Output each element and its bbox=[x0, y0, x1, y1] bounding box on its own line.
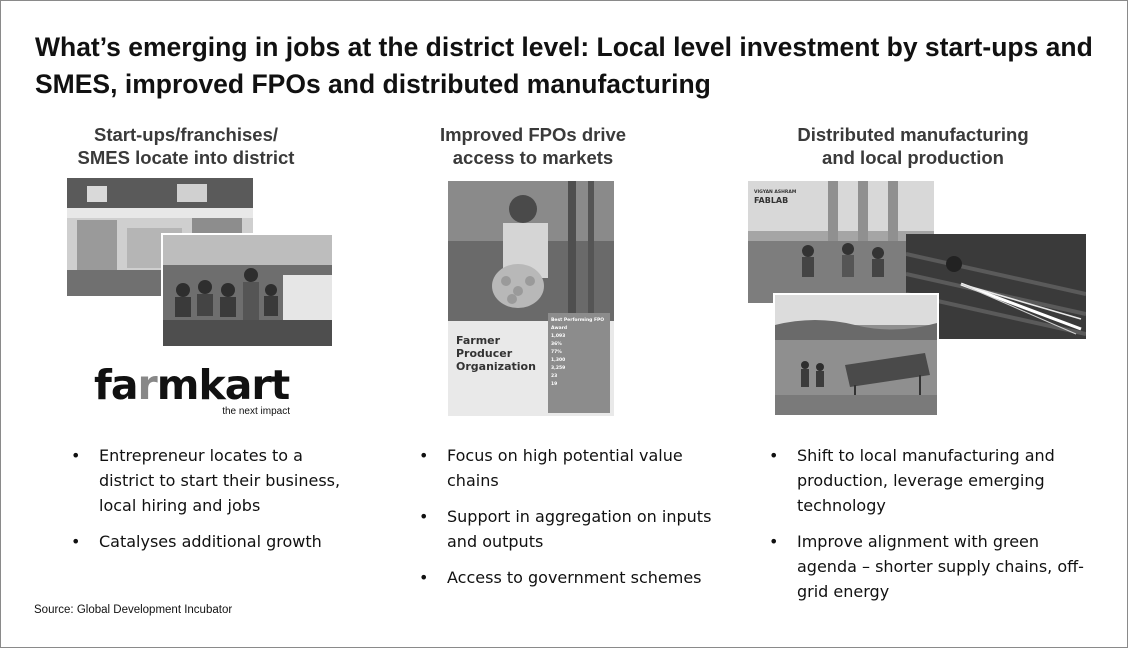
column-1-heading: Start-ups/franchises/ SMES locate into d… bbox=[41, 123, 331, 169]
list-item: Focus on high potential value chains bbox=[415, 443, 730, 493]
list-item: Improve alignment with green agenda – sh… bbox=[765, 529, 1085, 604]
column-2-heading: Improved FPOs drive access to markets bbox=[393, 123, 673, 169]
poster-title: Farmer Producer Organization bbox=[456, 334, 546, 373]
fpo-poster: Farmer Producer Organization Best Perfor… bbox=[448, 181, 614, 416]
fablab-sign-line1: VIGYAN ASHRAM bbox=[754, 190, 797, 195]
farmkart-logo: farmkart the next impact bbox=[94, 362, 294, 418]
poster-award: Best Performing FPO Award bbox=[551, 318, 605, 331]
farmkart-logo-part2: mkart bbox=[156, 361, 290, 409]
fablab-sign-line2: FABLAB bbox=[754, 196, 789, 205]
farmkart-logo-tagline: the next impact bbox=[222, 406, 290, 417]
fablab-sign: VIGYAN ASHRAM FABLAB bbox=[754, 189, 796, 206]
column-2-heading-line2: access to markets bbox=[452, 147, 614, 168]
poster-title-line3: Organization bbox=[456, 360, 536, 373]
poster-stat: 19 bbox=[551, 382, 558, 387]
fablab-photo: VIGYAN ASHRAM FABLAB bbox=[748, 181, 934, 303]
column-3-heading-line1: Distributed manufacturing bbox=[797, 124, 1029, 145]
column-3-heading: Distributed manufacturing and local prod… bbox=[763, 123, 1063, 169]
farmkart-logo-word: farmkart bbox=[94, 361, 290, 409]
list-item: Catalyses additional growth bbox=[67, 529, 357, 554]
list-item: Entrepreneur locates to a district to st… bbox=[67, 443, 357, 518]
column-3-heading-line2: and local production bbox=[822, 147, 1004, 168]
poster-title-line1: Farmer bbox=[456, 334, 501, 347]
farmkart-logo-r: r bbox=[137, 361, 158, 409]
source-note: Source: Global Development Incubator bbox=[34, 604, 233, 616]
column-2-bullets: Focus on high potential value chains Sup… bbox=[415, 443, 730, 601]
poster-stat: 3,259 bbox=[551, 366, 566, 371]
column-3-bullets: Shift to local manufacturing and product… bbox=[765, 443, 1085, 615]
poster-stat: 23 bbox=[551, 374, 558, 379]
poster-stat: 36% bbox=[551, 342, 562, 347]
list-item: Support in aggregation on inputs and out… bbox=[415, 504, 730, 554]
poster-stat: 1,300 bbox=[551, 358, 566, 363]
column-1-heading-line2: SMES locate into district bbox=[77, 147, 295, 168]
column-1-bullets: Entrepreneur locates to a district to st… bbox=[67, 443, 357, 565]
slide-title: What’s emerging in jobs at the district … bbox=[35, 32, 1093, 99]
poster-stat: 1,093 bbox=[551, 334, 566, 339]
poster-stats-panel: Best Performing FPO Award 1,093 36% 77% … bbox=[548, 313, 610, 413]
training-room-photo bbox=[161, 233, 334, 348]
poster-title-line2: Producer bbox=[456, 347, 513, 360]
column-1-heading-line1: Start-ups/franchises/ bbox=[93, 124, 279, 145]
farmkart-logo-part1: fa bbox=[94, 361, 139, 409]
list-item: Shift to local manufacturing and product… bbox=[765, 443, 1085, 518]
column-2-heading-line1: Improved FPOs drive bbox=[439, 124, 627, 145]
poster-stat: 77% bbox=[551, 350, 562, 355]
list-item: Access to government schemes bbox=[415, 565, 730, 590]
solar-panel-photo bbox=[773, 293, 939, 417]
